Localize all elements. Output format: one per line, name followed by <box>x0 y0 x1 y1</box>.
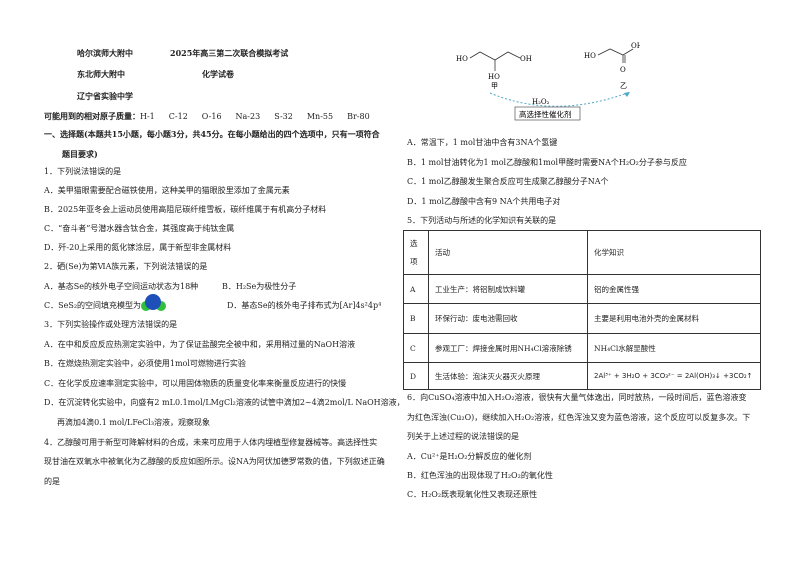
option-line: C．在化学反应速率测定实验中，可以用固体物质的质量变化率来衡量反应进行的快慢 <box>44 379 347 388</box>
option-line: D．歼-20上采用的氮化镓涂层，属于新型非金属材料 <box>44 243 232 252</box>
reaction-diagram: HO OH HO HO OH O 甲 乙 H₂O₂ 高选择性催化剂 <box>456 42 640 121</box>
section-heading: 题目要求) <box>62 149 98 159</box>
option-line: D．在沉淀转化实验中，向盛有2 mL0.1mol/LMgCl₂溶液的试管中滴加2… <box>44 398 405 407</box>
option-line: C．1 mol乙醇酸发生聚合反应可生成聚乙醇酸分子NA个 <box>407 177 609 186</box>
option-line: D．基态Se的核外电子排布式为[Ar]4s²4p⁴ <box>227 301 382 310</box>
option-line: B．H₂Se为极性分子 <box>222 282 297 291</box>
glycerol-label: 甲 <box>491 82 498 90</box>
table-cell: 参观工厂：焊接金属时用NH₄Cl溶液除锈 <box>428 333 588 363</box>
catalyst-label: 高选择性催化剂 <box>519 109 572 119</box>
mass-value: S-32 <box>274 112 293 121</box>
table-cell: 生活体验：泡沫灭火器灭火原理 <box>428 362 588 390</box>
reaction-arrow <box>489 91 631 107</box>
glycolic-acid-label: 乙 <box>620 82 627 90</box>
question-line: 6．向CuSO₄溶液中加入H₂O₂溶液，很快有大量气体逸出，同时放热，一段时间后… <box>407 393 747 402</box>
table-cell: 环保行动：废电池需回收 <box>428 303 588 334</box>
oh-label: OH <box>631 42 640 50</box>
table-cell: 2Al³⁺ + 3H₂O + 3CO₃²⁻ = 2Al(OH)₃↓ +3CO₂↑ <box>587 362 761 390</box>
option-line: A．Cu²⁺是H₂O₂分解反应的催化剂 <box>407 452 532 461</box>
table-cell: D <box>403 362 429 390</box>
mass-value: Na-23 <box>235 112 261 121</box>
question-line: 1．下列说法错误的是 <box>44 167 122 176</box>
option-line: C．“奋斗者”号潜水器含钛合金，其强度高于纯钛金属 <box>44 224 235 233</box>
mass-value: C-12 <box>168 112 188 121</box>
table-cell: B <box>403 303 429 334</box>
option-line: A．常温下，1 mol甘油中含有3NA个氢键 <box>407 138 558 147</box>
arrow-head-icon <box>624 92 630 97</box>
question-line: 列关于上述过程的说法错误的是 <box>407 432 519 441</box>
question-line: 为红色浑浊(Cu₂O)，继续加入H₂O₂溶液，红色浑浊又变为蓝色溶液，这个反应可… <box>407 413 751 422</box>
table-header: 活动 <box>428 230 588 275</box>
table-cell: 工业生产：将铝制成饮料罐 <box>428 274 588 304</box>
section-heading: 一、选择题(本题共15小题，每小题3分，共45分。在每小题给出的四个选项中，只有… <box>44 129 380 139</box>
table-cell: 铝的金属性强 <box>587 274 761 304</box>
space-filling-model-icon <box>141 294 166 311</box>
question-line: 5．下列活动与所述的化学知识有关联的是 <box>407 216 557 225</box>
option-line: A．在中和反应反应热测定实验中，为了保证盐酸完全被中和，采用稍过量的NaOH溶液 <box>44 340 356 349</box>
school-name: 哈尔滨师大附中 <box>77 48 133 58</box>
table-header: 化学知识 <box>587 230 761 275</box>
option-line: A．美甲猫眼需要配合磁铁使用，这种美甲的猫眼胶里添加了金属元素 <box>44 186 290 195</box>
option-line: 再滴加4滴0.1 mol/LFeCl₃溶液，观察现象 <box>57 418 211 427</box>
ho-label: HO <box>456 55 468 63</box>
mass-value: Mn-55 <box>306 112 334 121</box>
school-name: 辽宁省实验中学 <box>77 91 133 101</box>
question-line: 3．下列实验操作或处理方法错误的是 <box>44 320 178 329</box>
option-line: D．1 mol乙醇酸中含有9 NA个共用电子对 <box>407 197 561 206</box>
table-cell: NH₄Cl水解显酸性 <box>587 333 761 363</box>
atomic-mass-label: 可能用到的相对原子质量： <box>44 111 140 121</box>
table-cell: C <box>403 333 429 363</box>
option-line: B．2025年亚冬会上运动员使用高阻尼碳纤维雪板，碳纤维属于有机高分子材料 <box>44 205 327 214</box>
table-cell: A <box>403 274 429 304</box>
option-line: B．1 mol甘油转化为1 mol乙醇酸和1mol甲醛时需要NA个H₂O₂分子参… <box>407 158 687 167</box>
reagent-label: H₂O₂ <box>532 98 550 106</box>
option-line: B．红色浑浊的出现体现了H₂O₂的氧化性 <box>407 471 553 480</box>
o-label: O <box>620 66 626 74</box>
ho-label: HO <box>488 73 500 81</box>
table-header: 选项 <box>403 230 429 275</box>
question-line: 的是 <box>44 477 60 486</box>
subject-title: 化学试卷 <box>202 69 234 79</box>
atomic-mass: 可能用到的相对原子质量：H-1 C-12 O-16 Na-23 S-32 Mn-55 Br-… <box>44 111 384 122</box>
table-header-row: 选项 活动 化学知识 <box>403 230 761 275</box>
oh-label: OH <box>520 55 532 63</box>
mass-value: H-1 <box>140 112 155 121</box>
option-line: B．在燃烧热测定实验中，必须使用1mol可燃物进行实验 <box>44 359 246 368</box>
option-line: C．H₂O₂既表现氧化性又表现还原性 <box>407 490 538 499</box>
question-line: 现甘油在双氧水中被氧化为乙醇酸的反应如图所示。设NA为阿伏加德罗常数的值，下列叙… <box>44 457 385 466</box>
option-line: A．基态Se的核外电子空间运动状态为18种 <box>44 282 199 291</box>
option-line: C．SeS₂的空间填充模型为 <box>44 301 142 310</box>
table-cell: 主要是利用电池外壳的金属材料 <box>587 303 761 334</box>
ho-label: HO <box>584 52 596 60</box>
exam-title: 2025年高三第二次联合模拟考试 <box>170 48 289 58</box>
mass-value: Br-80 <box>347 112 370 121</box>
school-name: 东北师大附中 <box>77 69 125 79</box>
mass-value: O-16 <box>201 112 222 121</box>
question-line: 4．乙醇酸可用于新型可降解材料的合成，未来可应用于人体内埋植型修复器械等。高选择… <box>44 438 378 447</box>
question-line: 2．硒(Se)为第ⅥA族元素，下列说法错误的是 <box>44 262 208 271</box>
